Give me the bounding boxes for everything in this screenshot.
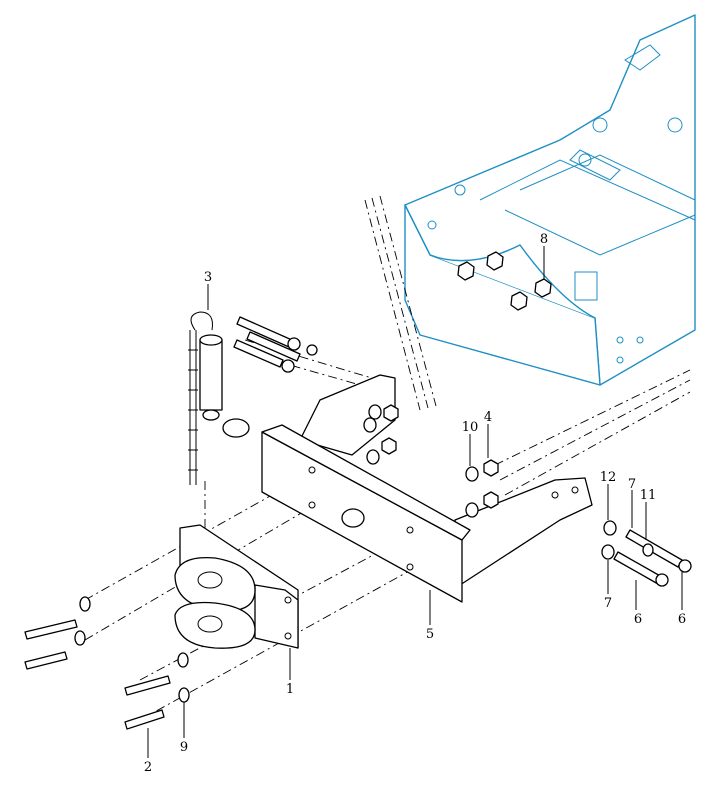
bolt-left-2: [24, 651, 68, 670]
bolt-right-head-1: [678, 559, 692, 573]
washer-right-7: [601, 544, 615, 560]
callout-1: 1: [286, 682, 294, 697]
hitch-side-plate: [254, 584, 299, 649]
callout-4: 4: [484, 410, 492, 425]
frame-nuts: [457, 251, 552, 311]
bracket-hole-5: [551, 491, 559, 499]
washer-upper-2: [281, 359, 295, 373]
frame-bracket-top: [569, 149, 621, 181]
frame-bolt-head-4: [454, 184, 466, 196]
washer-upper-3: [306, 344, 318, 356]
frame-cutout: [429, 244, 596, 319]
pin-chain-links: [188, 349, 198, 471]
bolt-upper-2: [246, 331, 301, 362]
frame-rib-2: [519, 154, 696, 201]
callout-3: 3: [204, 270, 212, 285]
bracket-hole-3: [406, 563, 414, 571]
frame-bolt-head-2: [667, 117, 683, 133]
frame-bolt-head-3: [578, 153, 592, 167]
callout-11: 11: [640, 488, 657, 503]
washer-upper-1: [287, 337, 301, 351]
pin-chain: [189, 330, 197, 485]
nut-bracket-1: [383, 404, 399, 422]
callout-7-bottom: 7: [604, 596, 612, 611]
bracket-hole-4: [308, 501, 316, 509]
washer-right-12: [603, 520, 617, 536]
bracket-center-boss: [341, 508, 365, 528]
frame-nut-3: [510, 291, 528, 311]
washer-bracket-1: [368, 404, 382, 420]
bracket-top-edge: [261, 424, 471, 541]
pin-head: [199, 334, 223, 346]
hitch-upper-pinhole: [197, 571, 223, 589]
bracket-right-flange: [454, 477, 593, 586]
washer-left-2: [74, 630, 86, 646]
frame-nut-1: [486, 251, 504, 271]
washer-10: [465, 466, 479, 482]
washer-bracket-4: [465, 502, 479, 518]
hitch-lower-pinhole: [197, 615, 223, 633]
callout-10: 10: [462, 420, 479, 435]
nut-4: [483, 459, 499, 477]
vehicle-frame: [404, 14, 696, 386]
nut-bracket-2: [381, 437, 397, 455]
washer-left-1: [79, 596, 91, 612]
dash-upper-left: [364, 195, 437, 411]
callout-labels: 3 8 10 4 12 7 11 7 6 6 5 1 9 2: [144, 232, 686, 775]
washer-left-3: [177, 652, 189, 668]
frame-hole-3: [616, 356, 624, 364]
main-bracket-part-5: [261, 374, 593, 603]
callout-8: 8: [540, 232, 548, 247]
bracket-hole-1: [308, 466, 316, 474]
frame-bolt-head-1: [592, 117, 608, 133]
bolts: [24, 316, 692, 730]
bolt-left-1: [24, 619, 78, 640]
nut-bracket-3: [483, 491, 499, 509]
pin-shaft: [199, 339, 223, 411]
hitch-hole-1: [284, 596, 292, 604]
washer-bracket-2: [363, 417, 377, 433]
pin-tip: [202, 409, 220, 421]
washer-right-11: [642, 543, 654, 557]
frame-hole-1: [427, 220, 437, 230]
pin-ring: [222, 418, 250, 438]
washer-bracket-3: [366, 449, 380, 465]
frame-hole-2: [616, 336, 624, 344]
bracket-rear-flange: [299, 374, 396, 456]
hitch-hole-2: [284, 632, 292, 640]
frame-nut-2: [457, 261, 475, 281]
frame-square-hole: [574, 271, 598, 301]
bolt-right-2: [613, 551, 663, 585]
frame-tab: [624, 44, 661, 71]
frame-rib-3: [504, 209, 696, 256]
bolt-upper-3: [233, 339, 284, 368]
callout-7-top: 7: [628, 477, 636, 492]
bolt-left-4: [124, 709, 165, 730]
hitch-pin-part-3: [188, 311, 250, 485]
callout-2: 2: [144, 760, 152, 775]
washer-left-9: [178, 687, 190, 703]
callout-6-left: 6: [634, 612, 642, 627]
hitch-part-1: [174, 524, 299, 649]
bracket-hole-2: [406, 526, 414, 534]
bolt-right-head-2: [655, 573, 669, 587]
callout-5: 5: [426, 627, 434, 642]
frame-rib-1: [479, 159, 696, 221]
bolt-left-3: [124, 675, 171, 696]
frame-nut-8: [534, 278, 552, 298]
callout-12: 12: [600, 470, 617, 485]
leader-lines: [147, 246, 683, 758]
bracket-hole-6: [571, 486, 579, 494]
frame-hole-4: [636, 336, 644, 344]
callout-6-right: 6: [678, 612, 686, 627]
hitch-lower-jaw: [174, 601, 256, 649]
pin-handle-loop: [190, 311, 213, 331]
callout-9: 9: [180, 740, 188, 755]
bolt-right-1: [625, 529, 683, 568]
dash-right-bolts: [494, 369, 691, 496]
